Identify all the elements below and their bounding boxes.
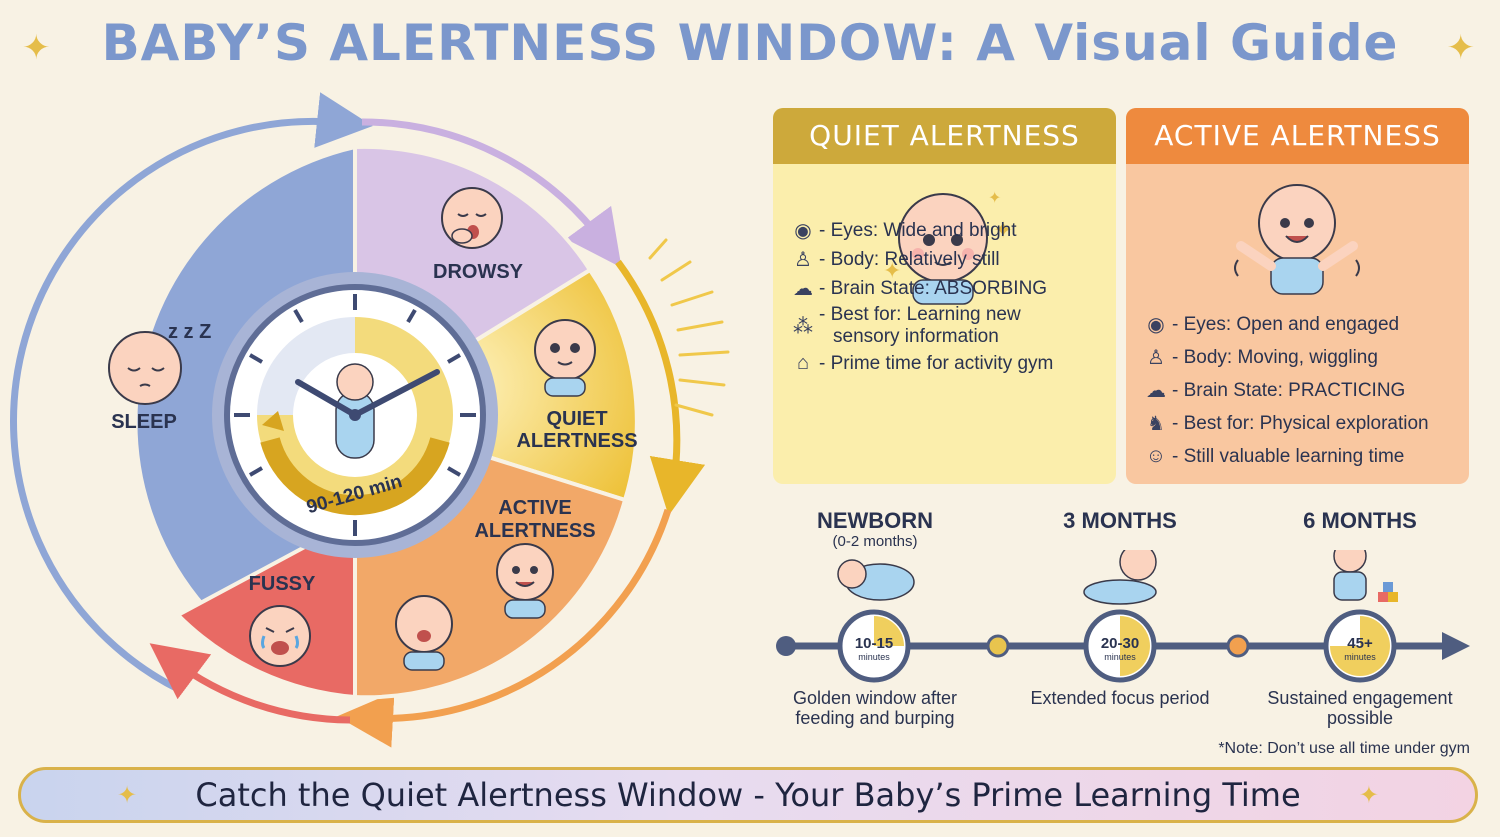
- activity-gym-icon: ⌂: [796, 352, 810, 374]
- clock: 90-120 min: [212, 272, 498, 558]
- timer-fill: [1330, 616, 1390, 676]
- sensory-icon: ⁂: [793, 315, 813, 338]
- alertness-cycle-diagram: z z Z SLEEP DROWSY QUIET ALERTNESS ACTIV…: [10, 92, 730, 748]
- head-brain-icon: ☺: [1145, 445, 1167, 467]
- sitting-baby-blocks-icon: [1333, 550, 1398, 602]
- sleep-zzz: z z Z: [168, 321, 211, 343]
- eye-icon: ◉: [1147, 314, 1165, 336]
- segment-label-fussy: FUSSY: [249, 573, 316, 595]
- list-item: ☁- Brain State: PRACTICING: [1140, 374, 1461, 407]
- page-title: ✦ BABY’S ALERTNESS WINDOW: A Visual Guid…: [0, 14, 1500, 72]
- list-item: ♙- Body: Moving, wiggling: [1140, 341, 1461, 374]
- banner-text: Catch the Quiet Alertness Window - Your …: [195, 776, 1301, 814]
- brain-icon: ☁: [793, 278, 813, 300]
- happy-active-baby-icon: [496, 543, 554, 619]
- timer-fill: [1120, 616, 1150, 676]
- list-item: ♙- Body: Relatively still: [787, 245, 1108, 274]
- calm-baby-icon: ✦ ✦ ✦: [883, 190, 1013, 305]
- stage-age-3-months: 3 MONTHS: [1063, 508, 1177, 533]
- quiet-panel-title: QUIET ALERTNESS: [773, 108, 1116, 164]
- sparkle-icon: ✦: [117, 781, 138, 809]
- wiggle-icon: ♙: [1147, 347, 1165, 369]
- footnote: *Note: Don’t use all time under gym: [1218, 740, 1470, 757]
- swaddled-baby-icon: [837, 559, 915, 601]
- segment-label-quiet-2: ALERTNESS: [516, 430, 637, 452]
- yawning-baby-icon: [441, 187, 503, 249]
- active-alertness-panel: ACTIVE ALERTNESS ◉- Eyes: Open and engag…: [1126, 108, 1469, 484]
- crying-baby-icon: [249, 605, 311, 667]
- segment-label-drowsy: DROWSY: [433, 261, 524, 283]
- cycle-arrows: [10, 92, 706, 748]
- timer-unit: minutes: [1104, 652, 1136, 662]
- drowsy-arrow: [361, 118, 622, 268]
- svg-text:✦: ✦: [883, 258, 901, 283]
- brain-icon: ☁: [1146, 380, 1166, 402]
- segment-label-active-2: ALERTNESS: [474, 520, 595, 542]
- svg-text:✦: ✦: [988, 190, 1001, 207]
- list-item: ☁- Brain State: ABSORBING: [787, 274, 1108, 303]
- segment-label-sleep: SLEEP: [111, 411, 177, 433]
- crawl-icon: ♞: [1147, 413, 1165, 435]
- quiet-alertness-panel: QUIET ALERTNESS ✦ ✦ ✦ ◉- Eyes: Wide and …: [773, 108, 1116, 484]
- active-arrow: [337, 508, 672, 748]
- timer-value: 10-15: [855, 635, 893, 652]
- sparkle-icon: ✦: [1358, 781, 1379, 809]
- alert-baby-icon: [534, 319, 596, 397]
- stage-caption-3-months: Extended focus period: [1030, 688, 1210, 708]
- bottom-banner: ✦ Catch the Quiet Alertness Window - You…: [18, 767, 1478, 823]
- timer-value: 20-30: [1101, 635, 1139, 652]
- body-icon: ♙: [794, 249, 812, 271]
- eye-icon: ◉: [794, 220, 812, 242]
- quiet-traits-list: ◉- Eyes: Wide and bright ♙- Body: Relati…: [787, 216, 1108, 378]
- page-title-text: BABY’S ALERTNESS WINDOW: A Visual Guide: [101, 14, 1399, 72]
- list-item: ☺- Still valuable learning time: [1140, 440, 1461, 473]
- tummy-time-baby-icon: [1083, 550, 1157, 605]
- timer-unit: minutes: [1344, 652, 1376, 662]
- timer-fill: [874, 616, 904, 646]
- list-item: ♞- Best for: Physical exploration: [1140, 407, 1461, 440]
- upset-baby-icon: [395, 595, 453, 671]
- timer-value: 45+: [1347, 635, 1373, 652]
- list-item: ◉- Eyes: Open and engaged: [1140, 308, 1461, 341]
- list-item: ⌂- Prime time for activity gym: [787, 349, 1108, 378]
- active-panel-title: ACTIVE ALERTNESS: [1126, 108, 1469, 164]
- sleeping-baby-icon: z z Z: [108, 321, 211, 405]
- stage-age-newborn: NEWBORN: [816, 508, 934, 533]
- stage-timer-clock: 45+minutes: [1323, 609, 1397, 683]
- stage-sub-newborn: (0-2 months): [832, 533, 918, 550]
- active-traits-list: ◉- Eyes: Open and engaged ♙- Body: Movin…: [1140, 308, 1461, 473]
- svg-text:✦: ✦: [993, 217, 1013, 244]
- segment-label-quiet-1: QUIET: [546, 408, 607, 430]
- excited-baby-icon: [1234, 184, 1360, 295]
- segment-label-active-1: ACTIVE: [498, 497, 571, 519]
- sparkle-icon: ✦: [1446, 28, 1476, 68]
- stage-age-6-months: 6 MONTHS: [1303, 508, 1417, 533]
- list-item: ◉- Eyes: Wide and bright: [787, 216, 1108, 245]
- timer-unit: minutes: [858, 652, 890, 662]
- sparkle-icon: ✦: [22, 28, 52, 68]
- quiet-arrow: [615, 259, 706, 516]
- fussy-arrow: [149, 643, 351, 724]
- glow-rays: [648, 238, 730, 417]
- sleep-arrow: [10, 92, 373, 694]
